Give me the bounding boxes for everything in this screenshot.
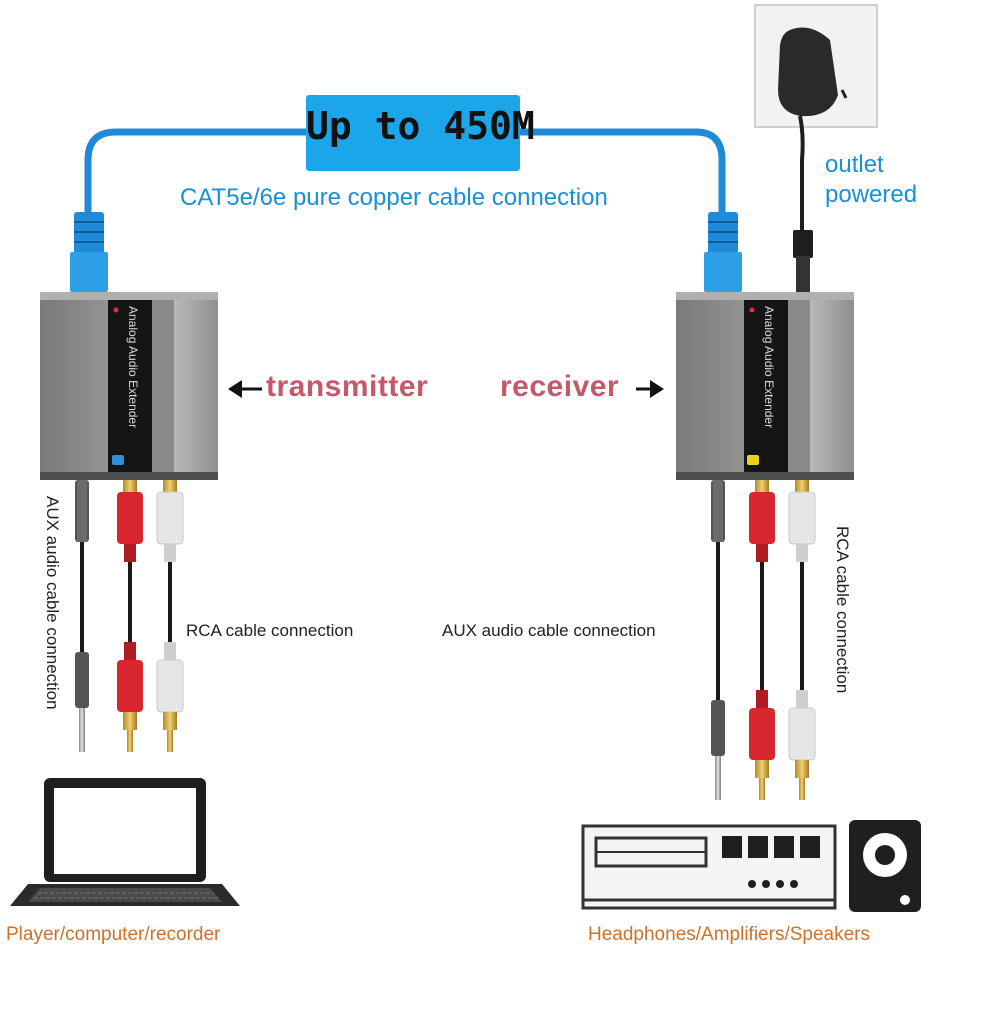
transmitter-unit bbox=[40, 292, 218, 480]
speed-badge bbox=[306, 95, 520, 171]
receiver-label: receiver bbox=[500, 370, 620, 403]
receiver-panel-text: Analog Audio Extender bbox=[762, 306, 776, 429]
rca-plug-icon bbox=[156, 480, 184, 752]
arrow-right-icon bbox=[636, 380, 664, 398]
receiver-unit bbox=[676, 292, 854, 480]
speaker-icon bbox=[849, 820, 921, 912]
arrow-left-icon bbox=[228, 380, 262, 398]
amplifier-icon bbox=[581, 824, 837, 910]
laptop-icon bbox=[10, 778, 240, 906]
network-cable bbox=[84, 128, 306, 222]
transmitter-rca-label: RCA cable connection bbox=[186, 621, 354, 640]
network-cable bbox=[520, 128, 726, 222]
transmitter-aux-label: AUX audio cable connection bbox=[43, 496, 62, 710]
transmitter-panel-text: Analog Audio Extender bbox=[126, 306, 140, 429]
cable-label: CAT5e/6e pure copper cable connection bbox=[180, 184, 608, 211]
outlet-label: outlet powered bbox=[825, 151, 918, 208]
speed-label: Up to 450M bbox=[306, 104, 535, 148]
rj45-plug-icon bbox=[704, 212, 742, 292]
aux-plug-icon bbox=[711, 480, 725, 800]
receiver-rca-label: RCA cable connection bbox=[833, 526, 852, 694]
aux-plug-icon bbox=[75, 480, 89, 752]
rca-plug-icon bbox=[117, 480, 143, 752]
receiver-aux-label: AUX audio cable connection bbox=[442, 621, 656, 640]
rca-plug-icon bbox=[749, 480, 775, 800]
transmitter-device-caption: Player/computer/recorder bbox=[6, 924, 221, 945]
receiver-device-caption: Headphones/Amplifiers/Speakers bbox=[588, 924, 870, 945]
transmitter-label: transmitter bbox=[266, 370, 429, 403]
rj45-plug-icon bbox=[70, 212, 108, 292]
power-adapter-icon bbox=[754, 4, 878, 292]
rca-plug-icon bbox=[788, 480, 816, 800]
